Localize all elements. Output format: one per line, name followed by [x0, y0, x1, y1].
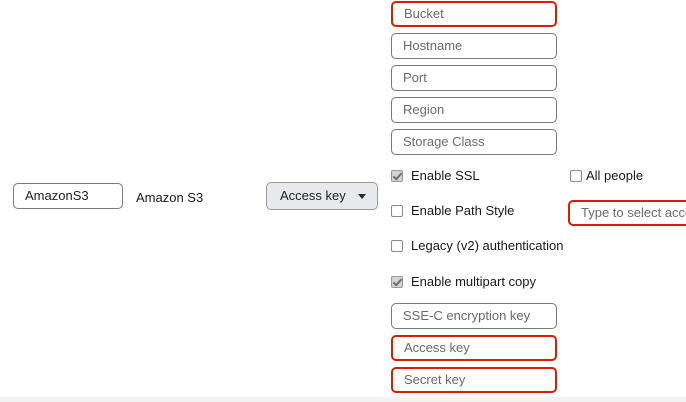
access-key-input[interactable]: Access key [391, 335, 557, 361]
checkbox-unchecked-icon [391, 205, 403, 217]
bottom-divider [0, 397, 686, 402]
credential-type-dropdown[interactable]: Access key [266, 182, 378, 210]
region-input[interactable]: Region [391, 97, 557, 123]
enable-multipart-copy-label: Enable multipart copy [411, 274, 537, 289]
secret-key-input[interactable]: Secret key [391, 367, 557, 393]
connection-type-label: Amazon S3 [136, 190, 204, 205]
credential-type-value: Access key [280, 188, 346, 203]
legacy-v2-authentication-label: Legacy (v2) authentication [411, 238, 564, 253]
all-people-checkbox[interactable]: All people [570, 168, 643, 184]
enable-path-style-checkbox[interactable]: Enable Path Style [391, 203, 514, 219]
account-select-input[interactable]: Type to select acco [568, 200, 686, 226]
all-people-label: All people [586, 168, 644, 183]
checkbox-checked-icon [391, 170, 403, 182]
connection-name-input[interactable]: AmazonS3 [13, 183, 123, 209]
checkbox-unchecked-icon [570, 170, 582, 182]
legacy-v2-authentication-checkbox[interactable]: Legacy (v2) authentication [391, 238, 563, 254]
enable-path-style-label: Enable Path Style [411, 203, 515, 218]
checkbox-checked-icon [391, 276, 403, 288]
enable-multipart-copy-checkbox[interactable]: Enable multipart copy [391, 274, 536, 290]
enable-ssl-checkbox[interactable]: Enable SSL [391, 168, 480, 184]
enable-ssl-label: Enable SSL [411, 168, 480, 183]
hostname-input[interactable]: Hostname [391, 33, 557, 59]
checkbox-unchecked-icon [391, 240, 403, 252]
bucket-input[interactable]: Bucket [391, 1, 557, 27]
port-input[interactable]: Port [391, 65, 557, 91]
sse-c-encryption-key-input[interactable]: SSE-C encryption key [391, 303, 557, 329]
storage-class-input[interactable]: Storage Class [391, 129, 557, 155]
chevron-down-icon [358, 194, 366, 199]
